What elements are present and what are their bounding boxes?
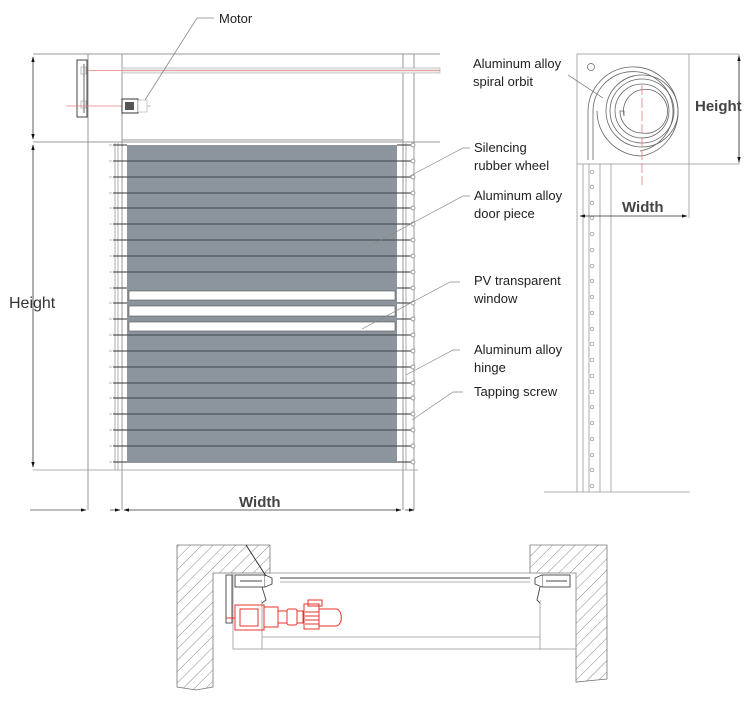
rubber-wheels-right (397, 144, 411, 463)
plan-view (176, 544, 608, 691)
silencing-label-2: rubber wheel (474, 158, 549, 173)
left-wall (176, 544, 271, 691)
tapping-screw-label: Tapping screw (474, 384, 558, 399)
front-view: Motor (9, 11, 441, 512)
side-rollers (589, 169, 595, 489)
silencing-label-1: Silencing (474, 140, 527, 155)
pv-windows (128, 290, 396, 332)
wheel-circles-right (410, 142, 416, 465)
side-view: Aluminum alloy spiral orbit Height Width (473, 53, 742, 493)
front-height-label: Height (9, 295, 56, 312)
door-panel (127, 145, 397, 463)
spiral-orbit-icon (587, 66, 679, 160)
pv-window-label-1: PV transparent (474, 273, 561, 288)
spiral-label-1: Aluminum alloy (473, 56, 562, 71)
left-bracket (76, 59, 88, 118)
pv-window-label-2: window (473, 291, 518, 306)
motor-plan-icon (226, 599, 342, 631)
guide-profile-left (234, 574, 273, 604)
motor-icon (121, 98, 151, 114)
spiral-label-2: spiral orbit (473, 74, 533, 89)
side-width-label: Width (622, 199, 664, 216)
guide-profile-right (534, 574, 571, 604)
front-width-label: Width (239, 494, 281, 511)
slat-lines (127, 160, 397, 447)
rubber-wheels-left (109, 144, 127, 463)
side-height-label: Height (695, 98, 742, 115)
callouts (361, 147, 470, 421)
door-piece-label-1: Aluminum alloy (474, 188, 563, 203)
motor-label: Motor (219, 11, 253, 26)
door-piece-label-2: door piece (474, 206, 535, 221)
right-wall (529, 544, 608, 683)
side-guide (544, 164, 690, 493)
hinge-label-2: hinge (474, 360, 506, 375)
hinge-label-1: Aluminum alloy (474, 342, 563, 357)
side-columns (114, 143, 407, 470)
motor-leader (144, 17, 214, 101)
